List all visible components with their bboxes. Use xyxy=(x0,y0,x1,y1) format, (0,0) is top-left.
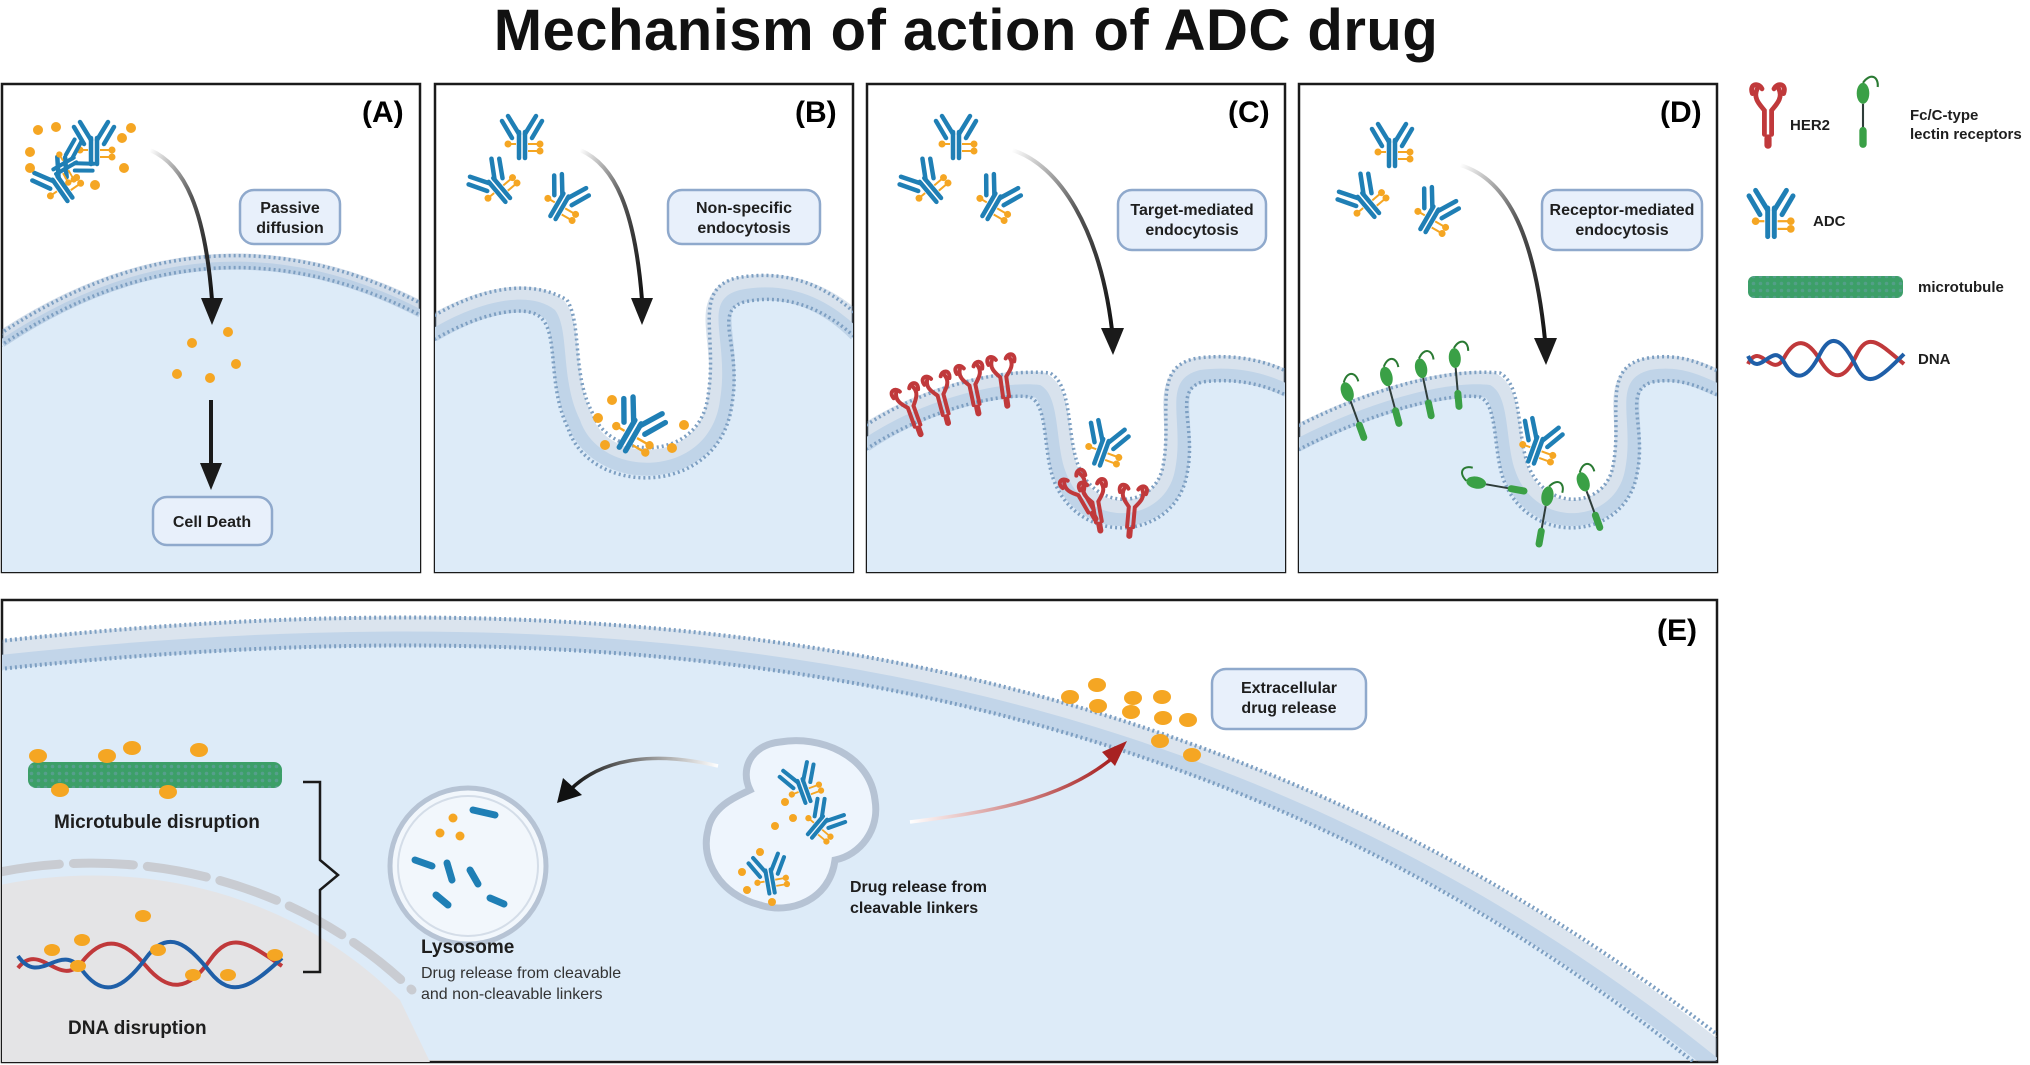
legend-fc-label: lectin receptors xyxy=(1910,126,2022,143)
panel-d: (D) Receptor-mediated endocytosis xyxy=(1297,82,1719,574)
panel-letter-b: (B) xyxy=(795,96,837,129)
label-line: endocytosis xyxy=(1145,222,1238,239)
label-box xyxy=(1540,188,1704,252)
label-box xyxy=(666,188,822,246)
legend-adc-label: ADC xyxy=(1813,213,1846,230)
vesicle-label: cleavable linkers xyxy=(850,900,978,917)
label-box xyxy=(238,188,342,246)
panel-letter-c: (C) xyxy=(1228,96,1270,129)
legend-dna-label: DNA xyxy=(1918,351,1951,368)
label-line: drug release xyxy=(1241,700,1336,717)
lectin-legend-icon xyxy=(1855,75,1879,149)
dna-legend-icon xyxy=(1746,339,1906,381)
label-line: Non-specific xyxy=(696,200,792,217)
page-title: Mechanism of action of ADC drug xyxy=(493,0,1439,63)
label-box xyxy=(1116,188,1268,252)
label-line: Passive xyxy=(260,200,320,217)
lysosome-text: and non-cleavable linkers xyxy=(421,986,602,1003)
label-line: diffusion xyxy=(256,220,324,237)
legend-microtubule-label: microtubule xyxy=(1918,279,2004,296)
lysosome xyxy=(387,785,549,947)
legend: HER2 Fc/C-type lectin receptors ADC micr… xyxy=(1746,75,2022,381)
panel-letter-d: (D) xyxy=(1660,96,1702,129)
label-line: endocytosis xyxy=(697,220,790,237)
panel-letter-e: (E) xyxy=(1657,614,1697,647)
dna xyxy=(16,910,284,990)
label-line: Extracellular xyxy=(1241,680,1337,697)
panel-a: (A) Passive diffusion Cell Death xyxy=(0,82,422,574)
bracket xyxy=(303,780,340,974)
label-line: Target-mediated xyxy=(1130,202,1253,219)
panel-letter-a: (A) xyxy=(362,96,404,129)
lysosome-title: Lysosome xyxy=(421,937,514,958)
label-line: endocytosis xyxy=(1575,222,1668,239)
adc-legend-icon xyxy=(1749,190,1795,236)
lysosome-text: Drug release from cleavable xyxy=(421,965,621,982)
her2-legend-icon xyxy=(1752,85,1785,149)
label-line: Receptor-mediated xyxy=(1550,202,1695,219)
label-box xyxy=(1210,667,1368,731)
label-box xyxy=(151,495,274,547)
lysosome-fragments xyxy=(411,806,508,909)
microtubule xyxy=(28,741,282,799)
legend-fc-label: Fc/C-type xyxy=(1910,107,1978,124)
extracellular-payloads xyxy=(1061,678,1201,762)
panel-e: (E) Extracellular drug release xyxy=(0,598,1719,1064)
legend-her2-label: HER2 xyxy=(1790,117,1830,134)
cell-death-label: Cell Death xyxy=(173,514,251,531)
dna-label: DNA disruption xyxy=(68,1018,207,1039)
vesicle-label: Drug release from xyxy=(850,879,987,896)
microtubule-label: Microtubule disruption xyxy=(54,812,260,833)
panel-b: (B) Non-specific endocytosis xyxy=(433,82,855,574)
panel-c: (C) Target-mediated endocytosis xyxy=(865,82,1287,574)
